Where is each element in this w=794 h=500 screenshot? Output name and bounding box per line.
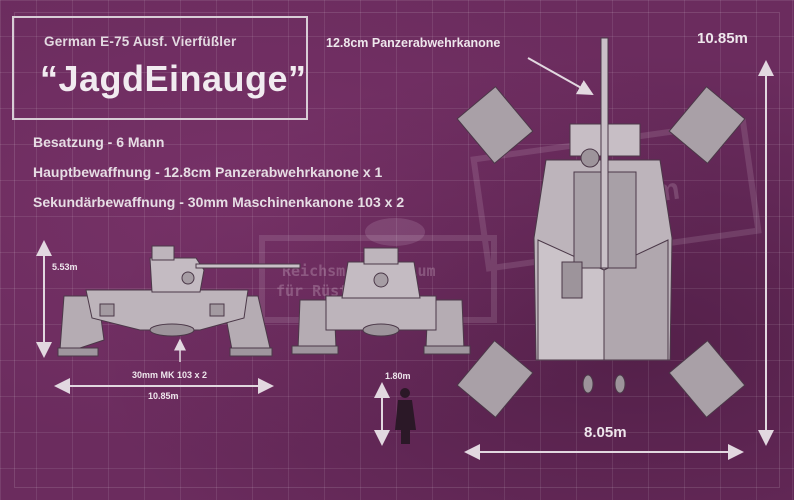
vehicle-name: “JagdEinauge” <box>40 58 307 99</box>
side-mantlet <box>181 271 195 285</box>
top-exhaust-right <box>614 374 626 394</box>
top-exhaust-left <box>582 374 594 394</box>
side-gun-barrel <box>195 263 301 269</box>
title-frame <box>12 16 308 120</box>
vehicle-designation: German E-75 Ausf. Vierfüßler <box>44 34 237 49</box>
spec-secondary-armament: Sekundärbewaffnung - 30mm Maschinenkanon… <box>33 194 405 210</box>
side-view-drawing <box>57 245 301 357</box>
human-scale-figure <box>395 388 416 444</box>
top-leg-rear-right <box>668 340 746 418</box>
side-turret <box>149 257 205 293</box>
top-leg-front-left <box>456 86 534 164</box>
front-cupola <box>363 247 399 265</box>
figure-height-label: 1.80m <box>385 371 411 381</box>
side-hull <box>85 289 249 331</box>
side-hatch-1 <box>99 303 115 317</box>
top-engine-deck <box>561 261 583 299</box>
mk-weapon-label: 30mm MK 103 x 2 <box>132 370 208 380</box>
top-length-label: 10.85m <box>697 30 748 47</box>
spec-main-armament: Hauptbewaffnung - 12.8cm Panzerabwehrkan… <box>33 164 383 180</box>
front-foot-right <box>423 345 471 355</box>
side-hatch-2 <box>209 303 225 317</box>
top-gun-barrel <box>600 37 609 269</box>
top-cupola <box>580 148 600 168</box>
side-cupola <box>151 245 175 261</box>
eagle-emblem <box>365 218 425 246</box>
side-length-label: 10.85m <box>148 391 179 401</box>
sheet-border <box>14 12 780 488</box>
spec-crew: Besatzung - 6 Mann <box>33 134 165 150</box>
front-gun-muzzle <box>373 272 389 288</box>
gun-pointer <box>527 57 594 95</box>
front-foot-left <box>291 345 339 355</box>
front-mk-pod <box>362 323 400 337</box>
top-view-drawing <box>456 37 746 418</box>
side-foot-rear <box>229 347 273 357</box>
side-height-label: 5.53m <box>52 262 78 272</box>
gun-label: 12.8cm Panzerabwehrkanone <box>326 36 501 50</box>
side-mk-pod <box>149 323 195 337</box>
top-leg-rear-left <box>456 340 534 418</box>
top-leg-front-right <box>668 86 746 164</box>
front-view-drawing <box>291 247 471 355</box>
side-foot-front <box>57 347 99 357</box>
top-width-label: 8.05m <box>584 424 627 441</box>
